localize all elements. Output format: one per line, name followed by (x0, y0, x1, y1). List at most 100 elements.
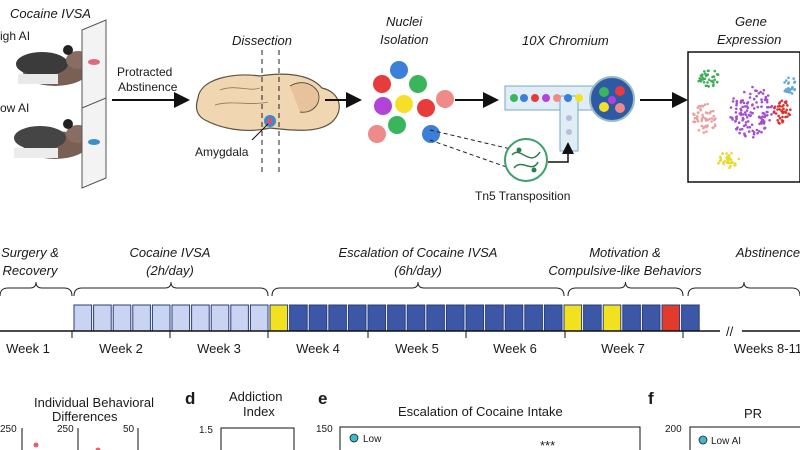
session-box-dark (328, 304, 347, 332)
umap-point-4 (783, 89, 787, 93)
umap-point-3 (777, 114, 780, 118)
umap-point-2 (766, 114, 769, 117)
umap-point-2 (757, 130, 761, 133)
umap-point-2 (735, 103, 738, 107)
session-box-dark (308, 304, 328, 332)
umap-point-2 (752, 136, 755, 139)
umap-point-2 (735, 107, 738, 111)
tn5-arrow (548, 142, 574, 163)
umap-point-0 (704, 72, 707, 76)
umap-point-2 (746, 101, 750, 104)
umap-point-2 (755, 94, 758, 98)
operant-panel-icon (81, 19, 107, 189)
umap-point-3 (781, 110, 784, 114)
panel-c-tick-1: 250 (0, 424, 17, 435)
phase-label-3-line1: Escalation of Cocaine IVSA (339, 245, 498, 260)
umap-point-4 (792, 77, 795, 80)
umap-point-2 (752, 107, 756, 110)
umap-point-2 (735, 99, 738, 103)
phase-label-2-line1: Cocaine IVSA (130, 245, 211, 260)
session-box-light (230, 304, 249, 332)
week-label-8: Weeks 8-11 (734, 341, 800, 356)
umap-point-2 (744, 134, 747, 138)
umap-point-0 (702, 81, 706, 84)
zoom-line-1 (429, 129, 516, 151)
session-box-dark (347, 304, 367, 332)
umap-point-4 (790, 92, 794, 95)
session-box-light (151, 304, 171, 332)
amygdala-pointer (251, 123, 269, 141)
umap-point-2 (738, 128, 742, 131)
panel-e-legend-label: Low (363, 434, 382, 445)
session-box-dark (681, 304, 700, 332)
umap-point-3 (773, 106, 776, 110)
umap-point-2 (738, 131, 741, 135)
rat-high-ai-icon (16, 45, 90, 86)
umap-point-2 (744, 123, 747, 127)
umap-point-2 (748, 125, 752, 129)
umap-point-3 (785, 108, 788, 112)
umap-point-4 (783, 81, 786, 84)
umap-point-2 (734, 111, 738, 114)
umap-point-1 (713, 123, 717, 126)
umap-point-2 (735, 115, 738, 118)
timeline-session-boxes (73, 304, 700, 332)
umap-point-5 (737, 157, 741, 161)
umap-point-3 (778, 102, 781, 105)
session-box-dark (583, 304, 602, 332)
umap-point-2 (767, 105, 770, 109)
umap-point-3 (788, 113, 791, 117)
umap-point-2 (766, 94, 770, 97)
umap-point-2 (742, 101, 746, 105)
umap-point-2 (751, 129, 754, 133)
umap-point-1 (696, 106, 700, 109)
umap-point-2 (763, 126, 766, 130)
umap-point-1 (706, 102, 709, 106)
umap-point-2 (742, 113, 745, 116)
session-box-dark (387, 304, 406, 332)
panel-e-letter: e (318, 389, 327, 408)
umap-point-1 (700, 118, 704, 121)
axis-break-icon: // (726, 324, 734, 339)
umap-point-2 (747, 130, 751, 133)
umap-point-0 (713, 78, 716, 81)
brain-icon (195, 73, 340, 131)
panel-f-frame (689, 426, 800, 450)
umap-point-1 (703, 103, 707, 106)
umap-point-2 (734, 120, 737, 123)
umap-point-2 (730, 116, 734, 120)
session-box-red (661, 304, 681, 332)
tn5-label: Tn5 Transposition (475, 189, 570, 203)
session-box-dark (445, 304, 465, 332)
umap-point-2 (765, 110, 769, 114)
umap-point-2 (729, 106, 733, 109)
protracted-label: Protracted (117, 65, 172, 79)
umap-point-2 (744, 111, 747, 114)
umap-point-0 (710, 79, 713, 83)
umap-point-4 (785, 79, 788, 82)
umap-point-4 (788, 91, 792, 94)
session-box-light (249, 304, 269, 332)
umap-point-2 (763, 120, 766, 123)
umap-point-0 (703, 70, 706, 73)
umap-point-2 (745, 109, 749, 112)
umap-point-3 (781, 115, 784, 119)
umap-point-2 (740, 127, 744, 131)
umap-point-2 (747, 113, 751, 117)
umap-point-1 (703, 117, 707, 120)
low-ai-label: ow AI (0, 101, 29, 115)
umap-point-3 (780, 99, 784, 103)
umap-point-3 (780, 119, 784, 122)
umap-point-2 (762, 88, 766, 92)
rat-low-ai-icon (14, 119, 90, 159)
umap-point-5 (719, 158, 723, 161)
umap-point-1 (695, 116, 699, 120)
umap-point-1 (702, 131, 706, 134)
umap-point-5 (725, 152, 728, 155)
umap-point-1 (692, 120, 695, 124)
umap-point-0 (703, 77, 707, 81)
panel-e-title: Escalation of Cocaine Intake (398, 404, 563, 419)
panel-f-legend-label: Low AI (711, 436, 741, 447)
